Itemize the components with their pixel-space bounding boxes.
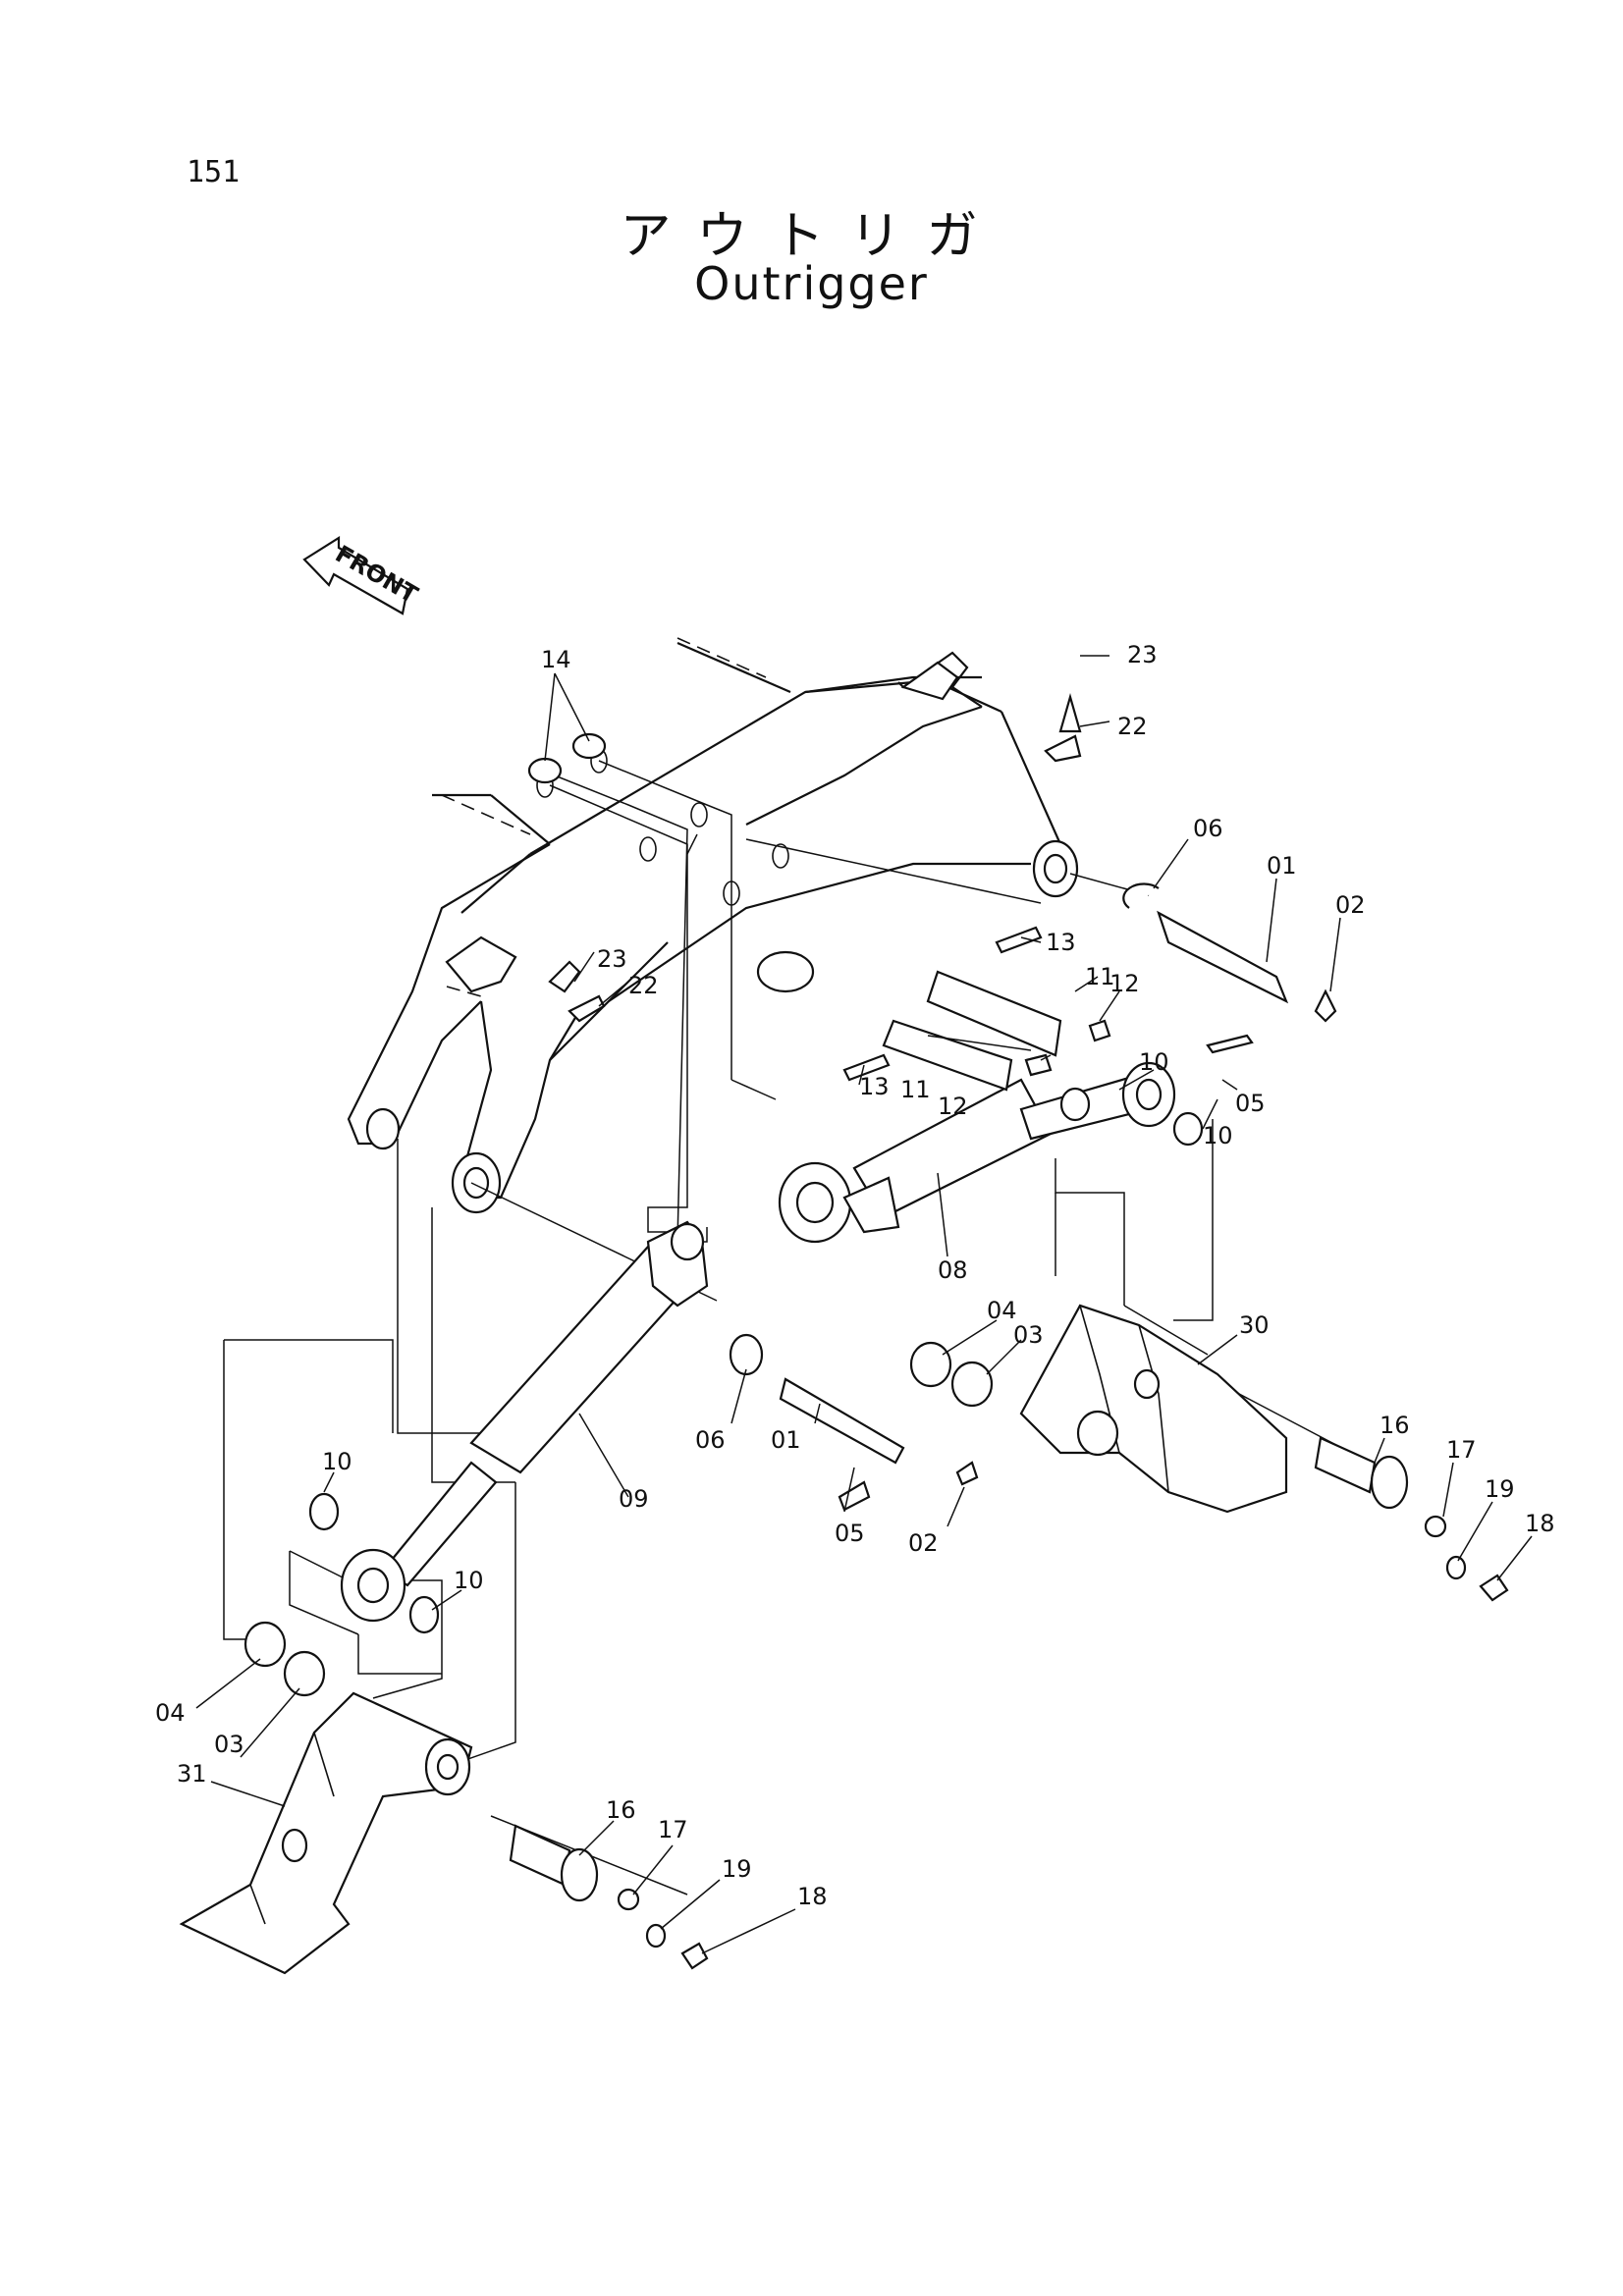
callout-19: 19 bbox=[1485, 1475, 1515, 1503]
callout-30: 30 bbox=[1239, 1311, 1270, 1339]
callout-10: 10 bbox=[1203, 1122, 1233, 1149]
callout-12: 12 bbox=[938, 1093, 968, 1120]
outrigger-leg-31 bbox=[179, 1691, 473, 1975]
callout-23: 23 bbox=[1127, 641, 1158, 668]
callout-19: 19 bbox=[722, 1855, 752, 1883]
callout-10: 10 bbox=[454, 1567, 484, 1594]
callout-17: 17 bbox=[658, 1816, 688, 1843]
callout-04: 04 bbox=[987, 1297, 1017, 1324]
front-arrow-icon: FRONT bbox=[302, 536, 423, 615]
callout-02: 02 bbox=[1335, 891, 1366, 919]
callout-18: 18 bbox=[797, 1883, 828, 1910]
callout-01: 01 bbox=[771, 1426, 801, 1454]
page-title-japanese: アウトリガ bbox=[620, 207, 1003, 266]
page-title-english: Outrigger bbox=[694, 257, 929, 310]
callout-12: 12 bbox=[1109, 970, 1140, 997]
callout-08: 08 bbox=[938, 1256, 968, 1284]
callout-09: 09 bbox=[619, 1485, 649, 1513]
page-number: 151 bbox=[187, 155, 241, 189]
callout-04: 04 bbox=[155, 1699, 186, 1727]
callout-05: 05 bbox=[835, 1520, 865, 1547]
callout-03: 03 bbox=[214, 1731, 244, 1758]
callout-22: 22 bbox=[628, 972, 659, 999]
callout-03: 03 bbox=[1013, 1321, 1044, 1349]
callout-13: 13 bbox=[1046, 929, 1076, 956]
callout-31: 31 bbox=[177, 1760, 207, 1788]
callout-06: 06 bbox=[695, 1426, 726, 1454]
callout-16: 16 bbox=[1380, 1412, 1410, 1439]
callout-13: 13 bbox=[859, 1073, 890, 1100]
outrigger-leg-30 bbox=[1019, 1304, 1288, 1514]
callout-22: 22 bbox=[1117, 713, 1148, 740]
callout-05: 05 bbox=[1235, 1090, 1266, 1117]
callout-02: 02 bbox=[908, 1529, 939, 1557]
pin-set-left bbox=[509, 1824, 709, 1970]
callout-01: 01 bbox=[1267, 852, 1297, 880]
cylinder-09 bbox=[340, 1220, 709, 1623]
small-parts-upper bbox=[527, 692, 1337, 1147]
callout-11: 11 bbox=[900, 1076, 931, 1103]
callout-23: 23 bbox=[597, 945, 627, 973]
outrigger-frame bbox=[347, 637, 1079, 1214]
callout-14: 14 bbox=[541, 646, 571, 673]
callout-10: 10 bbox=[1139, 1048, 1169, 1076]
callout-06: 06 bbox=[1193, 815, 1223, 842]
callout-leaders bbox=[195, 655, 1533, 1954]
small-parts-middle bbox=[243, 1333, 994, 1697]
callout-18: 18 bbox=[1525, 1510, 1555, 1537]
cylinder-08 bbox=[778, 1061, 1176, 1244]
callout-11: 11 bbox=[1085, 963, 1115, 990]
callout-10: 10 bbox=[322, 1448, 352, 1475]
pin-set-right bbox=[1314, 1436, 1509, 1602]
callout-16: 16 bbox=[606, 1796, 636, 1824]
callout-17: 17 bbox=[1446, 1436, 1477, 1464]
